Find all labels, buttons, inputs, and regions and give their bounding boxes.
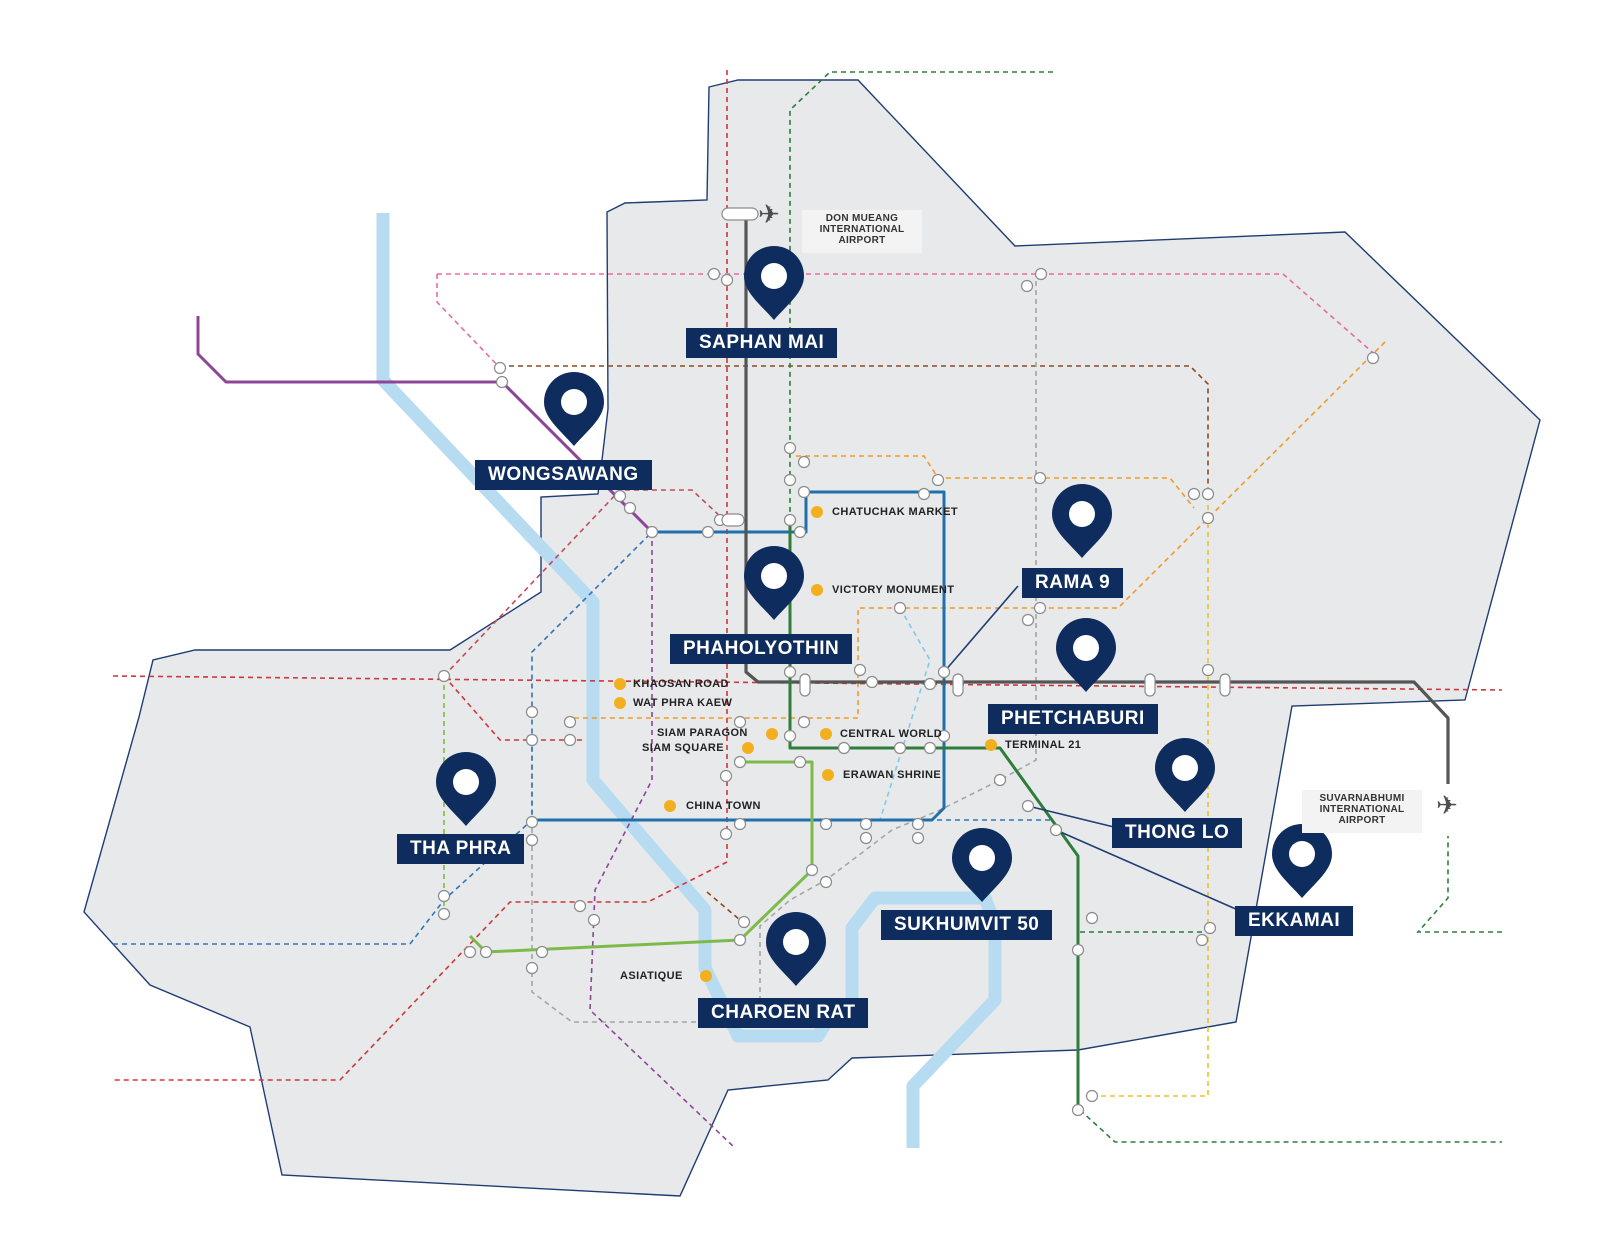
district-label-thong-lo: THONG LO [1112,818,1243,848]
landmark-dot [614,697,626,709]
district-label-ekkamai: EKKAMAI [1235,906,1354,936]
pin-icon [744,246,804,320]
pin-icon [544,372,604,446]
airplane-icon: ✈ [1436,791,1458,821]
line-brown [500,365,1209,921]
pin-icon [436,752,496,826]
line-navy-thin [943,585,1239,911]
landmark-siam-paragon: SIAM PARAGON [657,727,748,739]
pin-icon [766,912,826,986]
landmark-wat-phra-kaew: WAT PHRA KAEW [633,697,733,709]
district-label-rama9: RAMA 9 [1022,568,1124,598]
location-pins [436,246,1332,986]
line-cyan [879,607,931,821]
district-label-charoen-rat: CHAROEN RAT [698,998,869,1028]
district-label-saphan-mai: SAPHAN MAI [686,328,838,358]
airplane-icon: ✈ [758,200,780,230]
airport-don-mueang: DON MUEANG INTERNATIONAL AIRPORT [802,210,922,253]
airport-suvarnabhumi: SUVARNABHUMI INTERNATIONAL AIRPORT [1302,790,1422,833]
landmark-dot [700,970,712,982]
district-label-phetchaburi: PHETCHABURI [988,704,1158,734]
district-label-wongsawang: WONGSAWANG [475,460,652,490]
station-nodes [437,267,1380,1117]
pin-icon [1272,824,1332,898]
pin-icon [1155,738,1215,812]
pin-icon [1056,618,1116,692]
line-yellow [1092,496,1209,1097]
landmark-dot [811,506,823,518]
line-purple [196,316,654,534]
landmark-dot [822,769,834,781]
landmark-dot [664,800,676,812]
line-gray [531,272,1037,1023]
district-label-tha-phra: THA PHRA [397,834,525,864]
district-label-phaholyothin: PHAHOLYOTHIN [670,634,853,664]
line-blue-dashed [113,531,1050,945]
landmark-erawan-shrine: ERAWAN SHRINE [843,769,942,781]
pin-icon [744,546,804,620]
interchange-capsules [721,207,1231,697]
landmark-asiatique: ASIATIQUE [620,970,683,982]
landmark-victory-monument: VICTORY MONUMENT [832,584,955,596]
landmark-terminal21: TERMINAL 21 [1005,739,1082,751]
landmark-dot [985,739,997,751]
landmark-khaosan-road: KHAOSAN ROAD [633,678,729,690]
landmark-dot [614,678,626,690]
landmark-siam-square: SIAM SQUARE [642,742,725,754]
landmark-dot [742,742,754,754]
landmark-central-world: CENTRAL WORLD [840,728,943,740]
line-purple-dashed [589,532,736,1149]
line-darkred [443,489,723,677]
landmark-chatuchak-market: CHATUCHAK MARKET [832,506,958,518]
landmark-dot [811,584,823,596]
line-blue [532,490,946,822]
district-label-sukhumvit50: SUKHUMVIT 50 [881,910,1053,940]
pin-icon [1052,484,1112,558]
pin-icon [952,828,1012,902]
landmark-dot [820,728,832,740]
landmark-china-town: CHINA TOWN [686,800,761,812]
landmark-dot [766,728,778,740]
